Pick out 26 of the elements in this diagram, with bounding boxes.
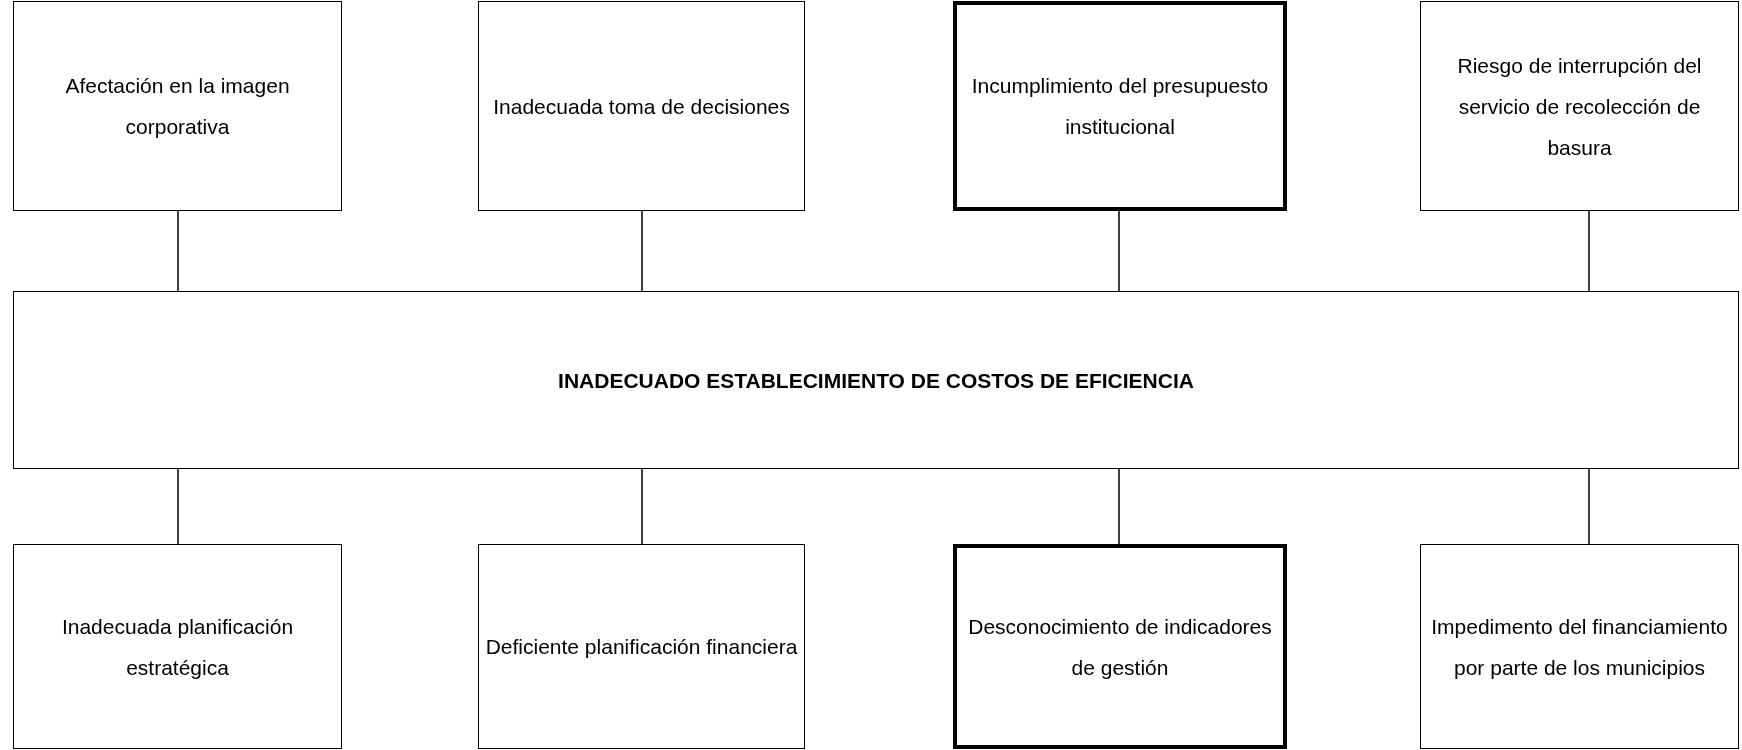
connector-line: [641, 210, 643, 292]
connector-line: [177, 210, 179, 292]
heading-text: INADECUADO ESTABLECIMIENTO DE COSTOS DE EFICIENCIA: [557, 367, 1195, 394]
process-box: [1420, 544, 1739, 749]
box-text: Deficiente planificación financiera: [484, 634, 799, 660]
process-box: [13, 1, 342, 211]
connector-line: [177, 468, 179, 545]
box-text: Afectación en la imagen corporativa: [64, 73, 291, 140]
box-text: Desconocimiento de indicadores de gestión: [967, 613, 1273, 681]
box-text: Riesgo de interrupción del servicio de recolección de basura: [1456, 52, 1703, 161]
box-text: Inadecuada planificación estratégica: [60, 613, 295, 681]
box-text: Incumplimiento del presupuesto institucional: [970, 73, 1270, 140]
box-text: Inadecuada toma de decisiones: [492, 93, 791, 120]
process-box: [478, 544, 805, 749]
connector-line: [1588, 468, 1590, 545]
box-text: Impedimento del financiamiento por parte de los municipios: [1430, 613, 1729, 681]
connector-line: [641, 468, 643, 545]
process-box: [13, 544, 342, 749]
process-box: [953, 1, 1287, 211]
connector-line: [1588, 210, 1590, 292]
problem-box: [13, 291, 1739, 469]
process-box: [478, 1, 805, 211]
process-box: [1420, 1, 1739, 211]
connector-line: [1118, 468, 1120, 545]
connector-line: [1118, 210, 1120, 292]
process-box: [953, 544, 1287, 749]
